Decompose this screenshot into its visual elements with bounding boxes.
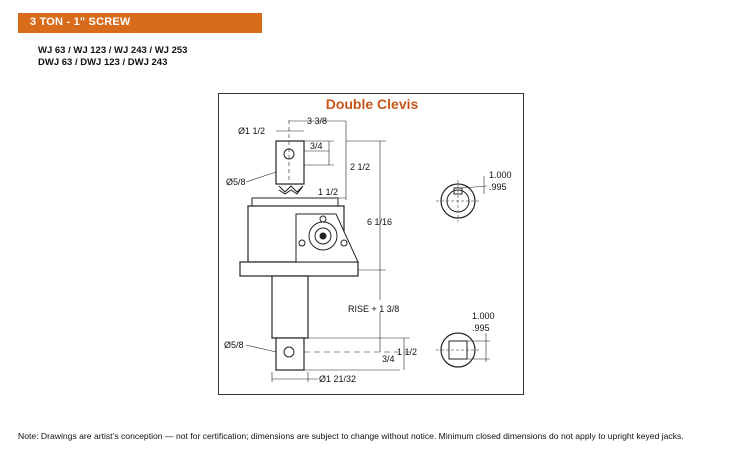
model-list-line-2: DWJ 63 / DWJ 123 / DWJ 243 — [38, 57, 168, 68]
housing-base — [239, 261, 359, 277]
dim-3-4-top: 3/4 — [310, 141, 323, 151]
worm-shaft — [314, 227, 332, 245]
dim-1-1-2: 1 1/2 — [318, 187, 338, 197]
dim-1-1-2-bottom: 1 1/2 — [397, 347, 417, 357]
dim-6-1-16: 6 1/16 — [367, 217, 392, 227]
dim-pin-bottom: Ø5/8 — [224, 340, 244, 350]
key-bottom-max: 1.000 — [472, 311, 495, 321]
dim-outer-diameter: Ø1 1/2 — [238, 126, 265, 136]
bottom-clevis — [275, 337, 305, 371]
key-top-max: 1.000 — [489, 170, 512, 180]
key-top-min: .995 — [489, 182, 507, 192]
top-clevis — [275, 140, 305, 185]
header-banner: 3 TON - 1" SCREW — [18, 13, 262, 33]
dim-tube-diameter: Ø1 21/32 — [319, 374, 356, 384]
model-list-line-1: WJ 63 / WJ 123 / WJ 243 / WJ 253 — [38, 45, 188, 56]
spring — [278, 185, 304, 195]
header-title: 3 TON - 1" SCREW — [30, 16, 131, 28]
dim-3-3-8: 3 3/8 — [307, 116, 327, 126]
dim-rise: RISE + 1 3/8 — [348, 304, 399, 314]
key-bottom-min: .995 — [472, 323, 490, 333]
dim-2-1-2: 2 1/2 — [350, 162, 370, 172]
drawing-frame — [218, 93, 524, 395]
housing-cap — [251, 197, 339, 207]
lift-tube — [271, 275, 309, 339]
dim-3-4-bottom: 3/4 — [382, 354, 395, 364]
dim-pin-top: Ø5/8 — [226, 177, 246, 187]
drawing-title: Double Clevis — [326, 96, 419, 112]
footer-note: Note: Drawings are artist’s conception —… — [18, 431, 684, 441]
bottom-pin-hole — [283, 346, 295, 358]
